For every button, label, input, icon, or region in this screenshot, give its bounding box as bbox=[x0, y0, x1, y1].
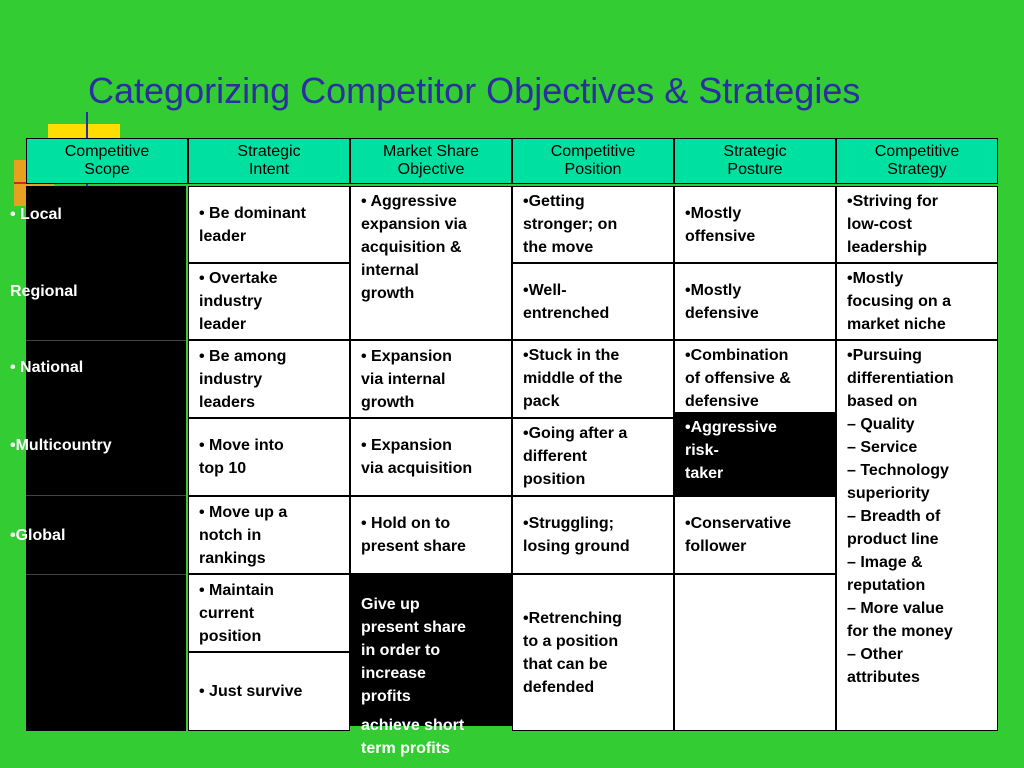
strategy-cell: •Mostly focusing on a market niche bbox=[836, 263, 998, 340]
market-share-cell: Give up present share in order to increa… bbox=[350, 574, 512, 726]
header-competitive-scope: Competitive Scope bbox=[26, 138, 188, 184]
header-strategic-intent: Strategic Intent bbox=[188, 138, 350, 184]
posture-cell: •Mostly defensive bbox=[674, 263, 836, 340]
header-competitive-position: Competitive Position bbox=[512, 138, 674, 184]
market-share-cell: • Expansion via acquisition bbox=[350, 418, 512, 496]
intent-cell: • Move into top 10 bbox=[188, 418, 350, 496]
market-share-cell: • Aggressive expansion via acquisition &… bbox=[350, 186, 512, 340]
scope-divider bbox=[26, 495, 186, 496]
intent-cell: • Be dominant leader bbox=[188, 186, 350, 263]
intent-cell: • Be among industry leaders bbox=[188, 340, 350, 418]
header-competitive-strategy: Competitive Strategy bbox=[836, 138, 998, 184]
strategy-cell: •Pursuing differentiation based on – Qua… bbox=[836, 340, 998, 731]
posture-cell: •Combination of offensive & defensive bbox=[674, 340, 836, 418]
intent-cell: • Overtake industry leader bbox=[188, 263, 350, 340]
posture-cell: •Conservative follower bbox=[674, 496, 836, 574]
scope-multicountry: •Multicountry bbox=[10, 437, 112, 454]
market-share-overflow-text: achieve short term profits bbox=[361, 717, 465, 757]
posture-cell: •Aggressive risk- taker bbox=[674, 412, 836, 496]
header-market-share-objective: Market Share Objective bbox=[350, 138, 512, 184]
scope-national: • National bbox=[10, 359, 84, 376]
header-strategic-posture: Strategic Posture bbox=[674, 138, 836, 184]
scope-divider bbox=[26, 340, 186, 341]
position-cell: •Well- entrenched bbox=[512, 263, 674, 340]
intent-cell: • Move up a notch in rankings bbox=[188, 496, 350, 574]
market-share-cell: • Expansion via internal growth bbox=[350, 340, 512, 418]
intent-cell: • Just survive bbox=[188, 652, 350, 731]
scope-divider bbox=[26, 574, 186, 575]
posture-empty-cell bbox=[674, 574, 836, 731]
strategy-cell: •Striving for low-cost leadership bbox=[836, 186, 998, 263]
position-cell: •Getting stronger; on the move bbox=[512, 186, 674, 263]
position-cell: •Going after a different position bbox=[512, 418, 674, 496]
position-cell: •Retrenching to a position that can be d… bbox=[512, 574, 674, 731]
scope-column bbox=[26, 186, 186, 731]
position-cell: •Struggling; losing ground bbox=[512, 496, 674, 574]
scope-local: • Local bbox=[10, 206, 62, 223]
market-share-cell: • Hold on to present share bbox=[350, 496, 512, 574]
scope-global: •Global bbox=[10, 527, 66, 544]
scope-regional: Regional bbox=[10, 283, 78, 300]
intent-cell: • Maintain current position bbox=[188, 574, 350, 652]
position-cell: •Stuck in the middle of the pack bbox=[512, 340, 674, 418]
slide-title: Categorizing Competitor Objectives & Str… bbox=[88, 70, 861, 111]
posture-cell: •Mostly offensive bbox=[674, 186, 836, 263]
